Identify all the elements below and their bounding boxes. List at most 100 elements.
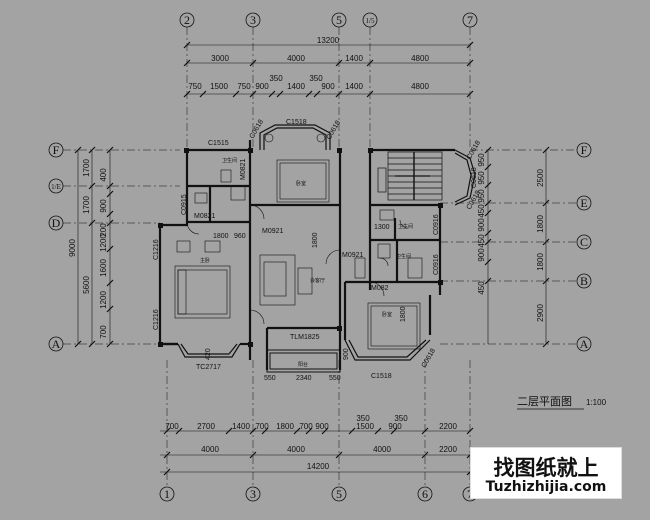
- dim-left-inner: 700: [99, 325, 108, 339]
- door-label: M0821: [194, 213, 216, 220]
- dim-top-row3: 350: [269, 74, 283, 83]
- room-name: 阳台: [298, 361, 308, 368]
- axis-left-label: A: [52, 337, 61, 351]
- walls: [158, 140, 455, 370]
- window-label: C0915: [181, 194, 188, 215]
- dim-right-outer: 1800: [536, 253, 545, 271]
- dim-top-row3: 1500: [210, 82, 228, 91]
- dim-label: 2340: [296, 375, 312, 382]
- axis-top-label: 5: [336, 13, 342, 27]
- dim-left-mid: 5600: [82, 276, 91, 294]
- axis-right-label: C: [580, 235, 588, 249]
- dim-right-outer: 1800: [536, 215, 545, 233]
- dim-label: 1800: [213, 233, 229, 240]
- dim-bottom-total: 14200: [307, 462, 330, 471]
- dim-right-inner: 450: [477, 204, 486, 218]
- window-label: C1518: [286, 119, 307, 126]
- door-label: M0921: [262, 228, 284, 235]
- dim-bottom-small: 350: [356, 414, 370, 423]
- axis-bottom-label: 6: [422, 487, 428, 501]
- room-name: 卫生间: [398, 223, 413, 230]
- dim-right-inner: 950: [477, 189, 486, 203]
- dim-top-row2: 1400: [345, 54, 363, 63]
- dim-right-inner: 900: [477, 218, 486, 232]
- dim-left-inner: 400: [99, 168, 108, 182]
- axis-top-label: 7: [467, 13, 473, 27]
- door-label: M0921: [342, 252, 364, 259]
- dim-bottom-row2: 4000: [201, 445, 219, 454]
- dim-bottom-small: 350: [394, 414, 408, 423]
- dim-bottom-row1: 700: [165, 422, 179, 431]
- axis-right-label: A: [580, 337, 589, 351]
- dim-top-row3: 1400: [287, 82, 305, 91]
- dim-bottom-row1: 900: [315, 422, 329, 431]
- axis-bottom-label: 3: [250, 487, 256, 501]
- dim-label: 900: [343, 348, 350, 360]
- dim-bottom-row1: 700: [255, 422, 269, 431]
- window-label: TC2717: [196, 364, 221, 371]
- dim-label: 1300: [374, 224, 390, 231]
- top-dimension-lines: [183, 41, 474, 98]
- dim-left-inner: 1200: [99, 291, 108, 309]
- dim-label: 1800: [312, 232, 319, 248]
- dim-top-row2: 4800: [411, 54, 429, 63]
- window-label: C0618: [471, 167, 478, 188]
- dim-right-inner: 450: [477, 281, 486, 295]
- balcony-rail: [266, 349, 341, 373]
- axis-right-label: B: [580, 274, 588, 288]
- dim-top-row3: 900: [255, 82, 269, 91]
- door-swings: [186, 204, 409, 325]
- dim-top-row2: 3000: [211, 54, 229, 63]
- door-label: M082: [371, 285, 389, 292]
- dim-bottom-row2: 4000: [373, 445, 391, 454]
- watermark-text-en: Tuzhizhijia.com: [485, 479, 607, 495]
- dim-label: 960: [234, 233, 246, 240]
- dim-top-row3: 350: [309, 74, 323, 83]
- dim-left-total: 9000: [68, 239, 77, 257]
- dim-bottom-row2: 4000: [287, 445, 305, 454]
- room-name: 会客厅: [310, 277, 325, 284]
- dim-right-outer: 2500: [536, 169, 545, 187]
- dim-top-row3: 4800: [411, 82, 429, 91]
- dim-bottom-row1: 1800: [276, 422, 294, 431]
- dim-bottom-row1: 2700: [197, 422, 215, 431]
- room-name: 主卧: [200, 257, 210, 264]
- dim-bottom-row1: 1500: [356, 422, 374, 431]
- window-label: C0618: [421, 348, 437, 369]
- dim-right-inner: 900: [477, 248, 486, 262]
- dim-left-inner: 900: [99, 199, 108, 213]
- watermark-logo: 找图纸就上 Tuzhizhijia.com: [470, 447, 622, 499]
- dim-left-mid: 1700: [82, 159, 91, 177]
- door-label: M0821: [240, 158, 247, 180]
- wall-columns: [158, 148, 443, 347]
- dim-left-inner: 1600: [99, 259, 108, 277]
- dim-label: 1800: [400, 306, 407, 322]
- dim-top-total: 13200: [317, 36, 340, 45]
- window-label: C0618: [249, 119, 265, 140]
- axis-right-label: F: [581, 143, 588, 157]
- dim-label: 420: [205, 348, 212, 360]
- room-name: 卧室: [296, 180, 306, 187]
- room-name: 卫生间: [396, 253, 411, 260]
- window-label: C1518: [371, 373, 392, 380]
- axis-left-label: D: [52, 216, 61, 230]
- dim-top-row3: 750: [188, 82, 202, 91]
- axis-top-label: 2: [184, 13, 190, 27]
- dim-label: 550: [329, 375, 341, 382]
- axis-top-label: 3: [250, 13, 256, 27]
- window-label: C1216: [153, 239, 160, 260]
- dim-right-outer: 2900: [536, 304, 545, 322]
- dim-right-inner: 450: [477, 234, 486, 248]
- bottom-dimension-lines: [160, 427, 474, 476]
- room-name: 卫生间: [222, 157, 237, 164]
- dim-bottom-row1: 2200: [439, 422, 457, 431]
- axis-right-label: E: [580, 196, 587, 210]
- dim-left-inner: 1200: [99, 234, 108, 252]
- window-label: C1515: [208, 140, 229, 147]
- dim-label: 550: [264, 375, 276, 382]
- dim-left-mid: 1700: [82, 196, 91, 214]
- dim-top-row3: 1400: [345, 82, 363, 91]
- watermark-text-cn: 找图纸就上: [493, 456, 599, 480]
